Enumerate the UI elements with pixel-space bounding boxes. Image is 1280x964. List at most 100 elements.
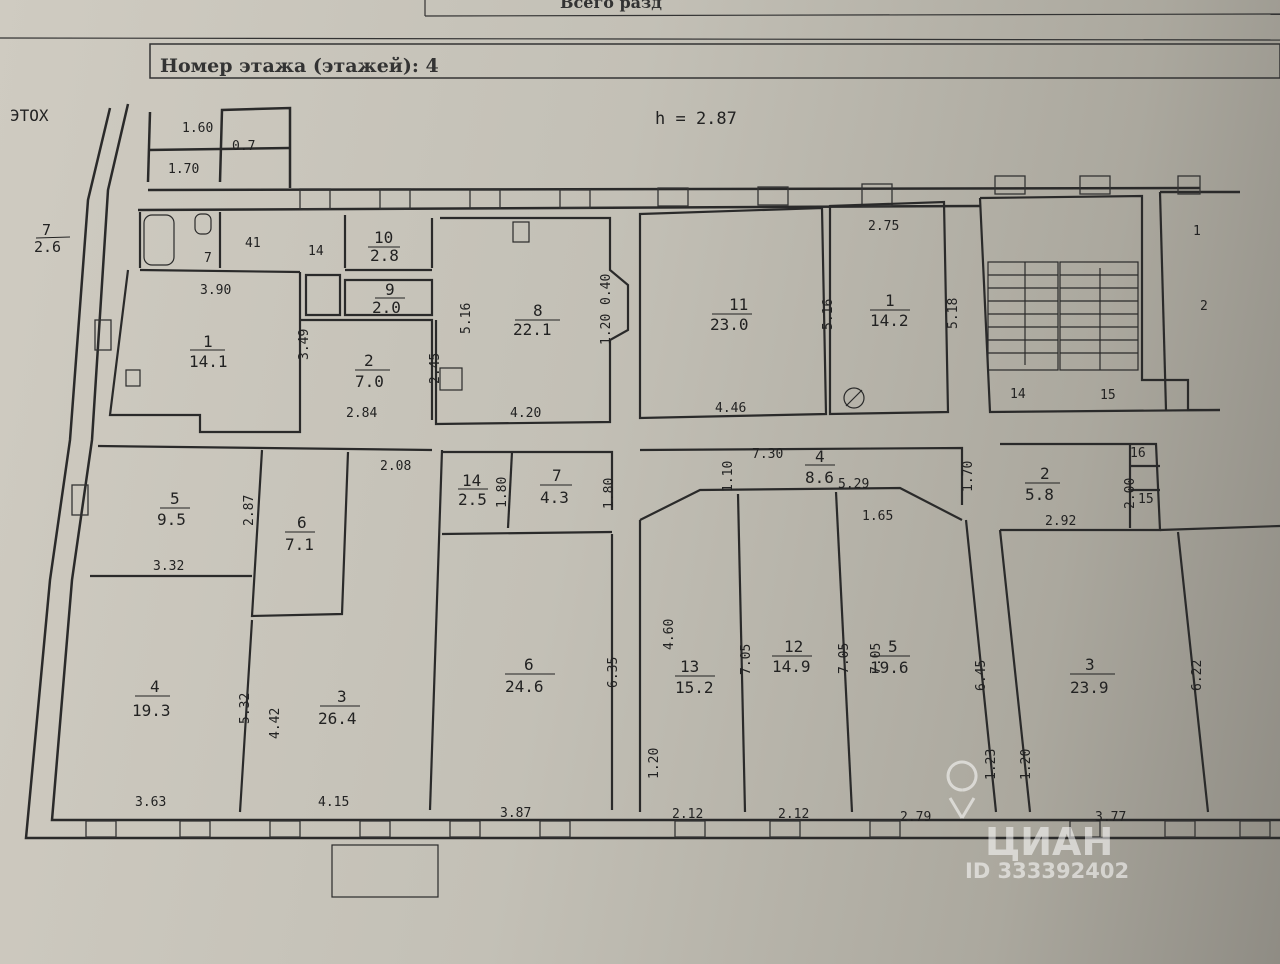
room-area: 9.5 [157, 510, 186, 529]
dimension-label: 7 [204, 251, 212, 266]
room-area: 14.1 [189, 352, 228, 371]
dimension-label: 2.45 [428, 353, 443, 384]
dimension-label: 1.10 [721, 461, 736, 492]
dimension-label: 3.49 [297, 329, 312, 360]
room-area: 2.0 [372, 298, 401, 317]
room-area: 14.2 [870, 311, 909, 330]
dimension-label: 7.05 [837, 643, 852, 674]
watermark-id: ID 333392402 [965, 859, 1129, 883]
dimension-label: 1.20 [1019, 749, 1034, 780]
dimension-label: 2.12 [778, 807, 809, 822]
dimension-label: 1.80 [495, 477, 510, 508]
dimension-label: 3.87 [500, 806, 531, 821]
dimension-label: 2.87 [242, 495, 257, 526]
dimension-label: 16 [1130, 446, 1146, 461]
dimension-label: 2.08 [380, 459, 411, 474]
room-area: 23.0 [710, 315, 749, 334]
dimension-label: 2.75 [868, 219, 899, 234]
outside-room-area: 2.6 [34, 238, 61, 256]
room-number: 9 [385, 280, 395, 299]
room-number: 1 [203, 332, 213, 351]
dimension-label: 14 [308, 244, 324, 259]
dimension-label: 4.46 [715, 401, 746, 416]
outer-walls [24, 103, 1280, 840]
dimension-label: 5.18 [946, 298, 961, 329]
dimension-label: 4.42 [268, 708, 283, 739]
room-area: 2.8 [370, 246, 399, 265]
dimension-label: 4.15 [318, 795, 349, 810]
room-number: 2 [364, 351, 374, 370]
header-top-text: Всего разд [560, 0, 662, 12]
room-number: 6 [524, 655, 534, 674]
room-area: 23.9 [1070, 678, 1109, 697]
room-number: 2 [1040, 464, 1050, 483]
room-area: 19.6 [870, 658, 909, 677]
room-number: 12 [784, 637, 803, 656]
dimension-label: 6.22 [1190, 660, 1205, 691]
dimension-label: 41 [245, 236, 261, 251]
room-area: 19.3 [132, 701, 171, 720]
room-number: 7 [552, 466, 562, 485]
dimension-label: 1.80 [602, 478, 617, 509]
room-number: 1 [885, 291, 895, 310]
watermark: ЦИАН ID 333392402 [946, 760, 1129, 883]
dimension-label: 6.45 [974, 660, 989, 691]
room-area: 5.8 [1025, 485, 1054, 504]
room-number: 5 [888, 637, 898, 656]
corner-label: ЭТОХ [10, 106, 49, 125]
room-area: 8.6 [805, 468, 834, 487]
dimension-label: 15 [1100, 388, 1116, 403]
dimension-label: 0.7 [232, 139, 255, 154]
room-number: 4 [150, 677, 160, 696]
dimension-label: 2.79 [900, 810, 931, 825]
outside-room-number: 7 [42, 221, 51, 239]
dimension-label: 1 [1193, 224, 1201, 239]
windows [71, 175, 1271, 838]
room-number: 13 [680, 657, 699, 676]
dimension-labels: 1.60 0.7 1.70 41 14 7 3.90 3.49 2.84 2.4… [135, 121, 1208, 825]
room-number: 3 [1085, 655, 1095, 674]
dimension-label: 2.00 [1123, 478, 1138, 509]
dimension-label: 7.05 [739, 644, 754, 675]
dimension-label: 7.05 [869, 643, 884, 674]
dimension-label: 1.70 [961, 461, 976, 492]
ceiling-height: h = 2.87 [655, 109, 737, 129]
room-area: 24.6 [505, 677, 544, 696]
dimension-label: 5.16 [459, 303, 474, 334]
header-table [0, 0, 1280, 79]
dimension-label: 5.29 [838, 477, 869, 492]
room-number: 4 [815, 447, 825, 466]
floor-number-label: Номер этажа (этажей): 4 [160, 55, 439, 77]
room-area: 26.4 [318, 709, 357, 728]
dimension-label: 2.84 [346, 406, 377, 421]
dimension-label: 2.12 [672, 807, 703, 822]
dimension-label: 1.70 [168, 162, 199, 177]
dimension-label: 1.20 [599, 314, 614, 345]
room-area: 7.0 [355, 372, 384, 391]
dimension-label: 2.92 [1045, 514, 1076, 529]
staircase [987, 261, 1139, 371]
dimension-label: 2 [1200, 299, 1208, 314]
room-labels: 1 14.1 10 2.8 9 2.0 2 7.0 8 22.1 11 23.0… [132, 228, 1115, 728]
room-number: 3 [337, 687, 347, 706]
dimension-label: 1.20 [647, 748, 662, 779]
dimension-label: 15 [1138, 492, 1154, 507]
dimension-label: 5.16 [821, 299, 836, 330]
room-area: 15.2 [675, 678, 714, 697]
dimension-label: 3.90 [200, 283, 231, 298]
room-number: 6 [297, 513, 307, 532]
room-number: 11 [729, 295, 748, 314]
interior-walls [90, 191, 1280, 813]
room-area: 7.1 [285, 535, 314, 554]
location-pin-icon [946, 760, 978, 819]
dimension-label: 3.77 [1095, 810, 1126, 825]
dimension-label: 3.32 [153, 559, 184, 574]
dimension-label: 4.60 [662, 619, 677, 650]
dimension-label: 1.23 [984, 749, 999, 780]
room-area: 4.3 [540, 488, 569, 507]
room-area: 2.5 [458, 490, 487, 509]
dimension-label: 1.60 [182, 121, 213, 136]
room-area: 22.1 [513, 320, 552, 339]
